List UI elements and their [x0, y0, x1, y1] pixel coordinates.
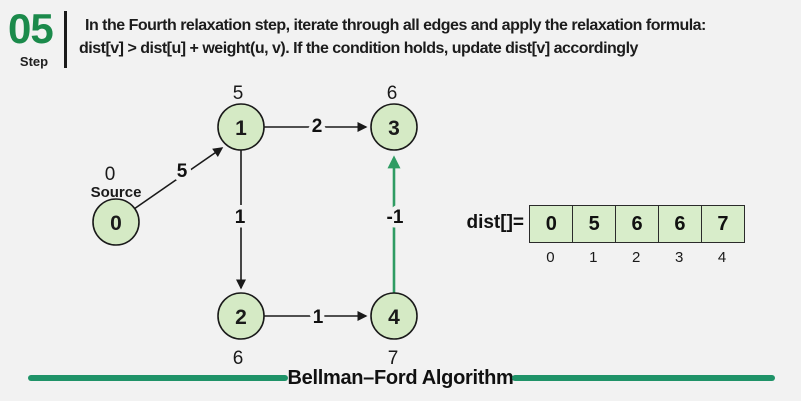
algorithm-title: Bellman–Ford Algorithm: [287, 367, 514, 389]
dist-index-3: 3: [674, 249, 684, 266]
node-0-distance: 0: [105, 164, 116, 185]
source-label: Source: [91, 184, 142, 201]
graph-node-0: 0: [92, 198, 140, 246]
edge-weight-0-1: 5: [177, 161, 188, 182]
step-description-line-1: In the Fourth relaxation step, iterate t…: [85, 17, 706, 34]
node-3-distance: 6: [387, 83, 398, 104]
step-description-line-2: dist[v] > dist[u] + weight(u, v). If the…: [79, 40, 638, 57]
edge-weight-2-4: 1: [313, 307, 324, 328]
dist-cell-3: 6: [657, 205, 703, 243]
dist-index-4: 4: [717, 249, 727, 266]
edge-weight-4-3: -1: [387, 207, 404, 228]
dist-cell-4: 7: [700, 205, 746, 243]
dist-cell-0: 0: [529, 205, 574, 243]
graph-node-1: 1: [217, 103, 265, 151]
step-number: 05: [8, 5, 54, 52]
header-divider: [64, 11, 67, 68]
graph-node-2: 2: [217, 292, 265, 340]
node-2-label: 2: [235, 306, 247, 329]
graph-node-3: 3: [370, 103, 418, 151]
step-description: In the Fourth relaxation step, iterate t…: [79, 14, 797, 60]
dist-cell-2: 6: [614, 205, 660, 243]
dist-array-label: dist[]=: [466, 212, 524, 233]
node-1-label: 1: [235, 117, 247, 140]
edge-0-to-1: [133, 147, 224, 210]
footer-rule-right: [512, 375, 775, 381]
node-4-distance: 7: [388, 348, 399, 369]
node-2-distance: 6: [233, 348, 244, 369]
dist-index-2: 2: [632, 249, 641, 266]
dist-cell-1: 5: [571, 205, 617, 243]
dist-index-0: 0: [546, 249, 555, 266]
footer-rule-left: [28, 375, 288, 381]
edge-weight-1-2: 1: [235, 207, 246, 228]
dist-index-1: 1: [589, 249, 598, 266]
step-word: Step: [19, 54, 49, 69]
graph-node-4: 4: [370, 292, 418, 340]
dist-array-indices: 0 1 2 3 4: [529, 249, 743, 266]
node-1-distance: 5: [233, 83, 244, 104]
node-4-label: 4: [388, 306, 400, 329]
node-0-label: 0: [110, 212, 122, 235]
dist-array: 0 5 6 6 7: [529, 205, 746, 243]
node-3-label: 3: [388, 117, 400, 140]
edge-weight-1-3: 2: [312, 116, 323, 137]
